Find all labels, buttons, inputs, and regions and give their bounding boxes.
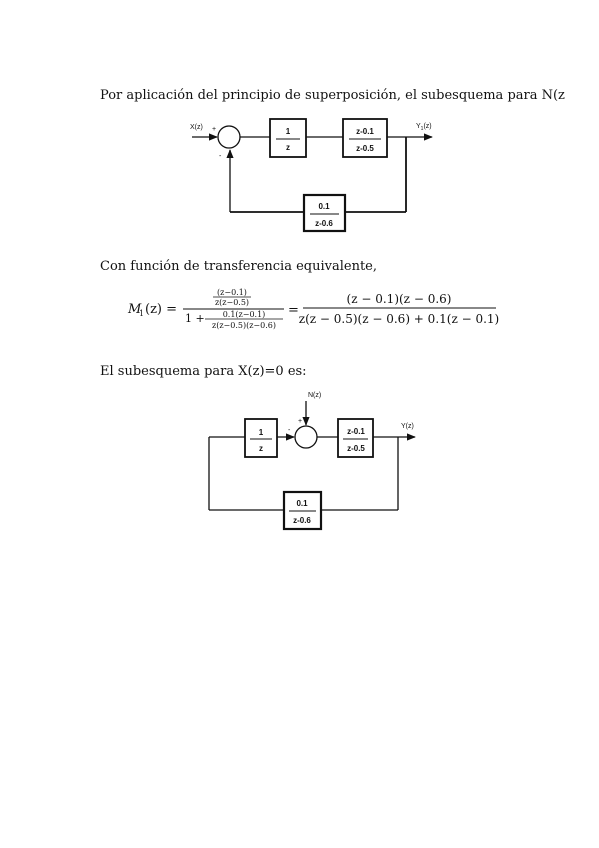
lhs-sub: 1 bbox=[139, 309, 144, 318]
input-label: X(z) bbox=[190, 124, 203, 131]
block-diagram-2-labels: N(z) + - 1 z z-0.1 z-0.5 0.1 z-0.6 Y(z) bbox=[259, 392, 414, 525]
block-diagram-1 bbox=[192, 118, 433, 233]
minus-sign-2: - bbox=[288, 427, 291, 434]
feedback2-denominator: z-0.6 bbox=[293, 516, 311, 525]
transfer-function-equation: M 1 (z) = (z−0.1) z(z−0.5) 1 + 0.1(z−0.1… bbox=[127, 288, 499, 330]
block1b-denominator: z bbox=[259, 444, 263, 453]
block-zero-pole-2 bbox=[337, 418, 374, 458]
block1-numerator: 1 bbox=[286, 127, 291, 136]
block-1-over-z-2 bbox=[244, 418, 278, 458]
block2b-denominator: z-0.5 bbox=[347, 444, 365, 453]
output-label: Y1(z) bbox=[416, 123, 432, 132]
summing-junction-2 bbox=[294, 425, 318, 449]
block-1-over-z bbox=[269, 118, 307, 158]
minus-sign: - bbox=[219, 153, 222, 160]
plus-sign: + bbox=[212, 126, 216, 133]
summing-junction-1 bbox=[217, 125, 241, 149]
inner-num-num: (z−0.1) bbox=[217, 288, 247, 297]
second-subscheme-paragraph: El subesquema para X(z)=0 es: bbox=[100, 364, 307, 379]
equivalent-tf-paragraph: Con función de transferencia equivalente… bbox=[100, 259, 378, 274]
rhs-denominator: z(z − 0.5)(z − 0.6) + 0.1(z − 0.1) bbox=[299, 312, 499, 326]
intro-paragraph: Por aplicación del principio de superpos… bbox=[100, 88, 565, 103]
block-zero-pole bbox=[342, 118, 388, 158]
one-plus: 1 + bbox=[185, 312, 205, 325]
disturbance-label: N(z) bbox=[308, 392, 321, 399]
equals-sign: = bbox=[288, 303, 299, 318]
lhs-func: M bbox=[127, 302, 142, 317]
rhs-numerator: (z − 0.1)(z − 0.6) bbox=[347, 292, 452, 306]
feedback2-numerator: 0.1 bbox=[296, 499, 308, 508]
output-label-2: Y(z) bbox=[401, 423, 414, 430]
block-diagram-1-labels: X(z) + - 1 z z-0.1 z-0.5 0.1 z-0.6 Y1(z) bbox=[190, 123, 432, 228]
inner-num-den: z(z−0.5) bbox=[215, 298, 249, 307]
block2-numerator: z-0.1 bbox=[356, 127, 374, 136]
block-diagram-2 bbox=[208, 401, 416, 531]
inner-den-num: 0.1(z−0.1) bbox=[223, 310, 266, 319]
plus-sign-2: + bbox=[298, 418, 302, 425]
lhs-arg: (z) = bbox=[145, 302, 177, 317]
feedback1-denominator: z-0.6 bbox=[315, 219, 333, 228]
feedback1-numerator: 0.1 bbox=[318, 202, 330, 211]
block2b-numerator: z-0.1 bbox=[347, 427, 365, 436]
inner-den-den: z(z−0.5)(z−0.6) bbox=[212, 321, 276, 330]
feedback-block-1 bbox=[302, 193, 347, 233]
block2-denominator: z-0.5 bbox=[356, 144, 374, 153]
block1-denominator: z bbox=[286, 143, 290, 152]
block1b-numerator: 1 bbox=[259, 428, 264, 437]
